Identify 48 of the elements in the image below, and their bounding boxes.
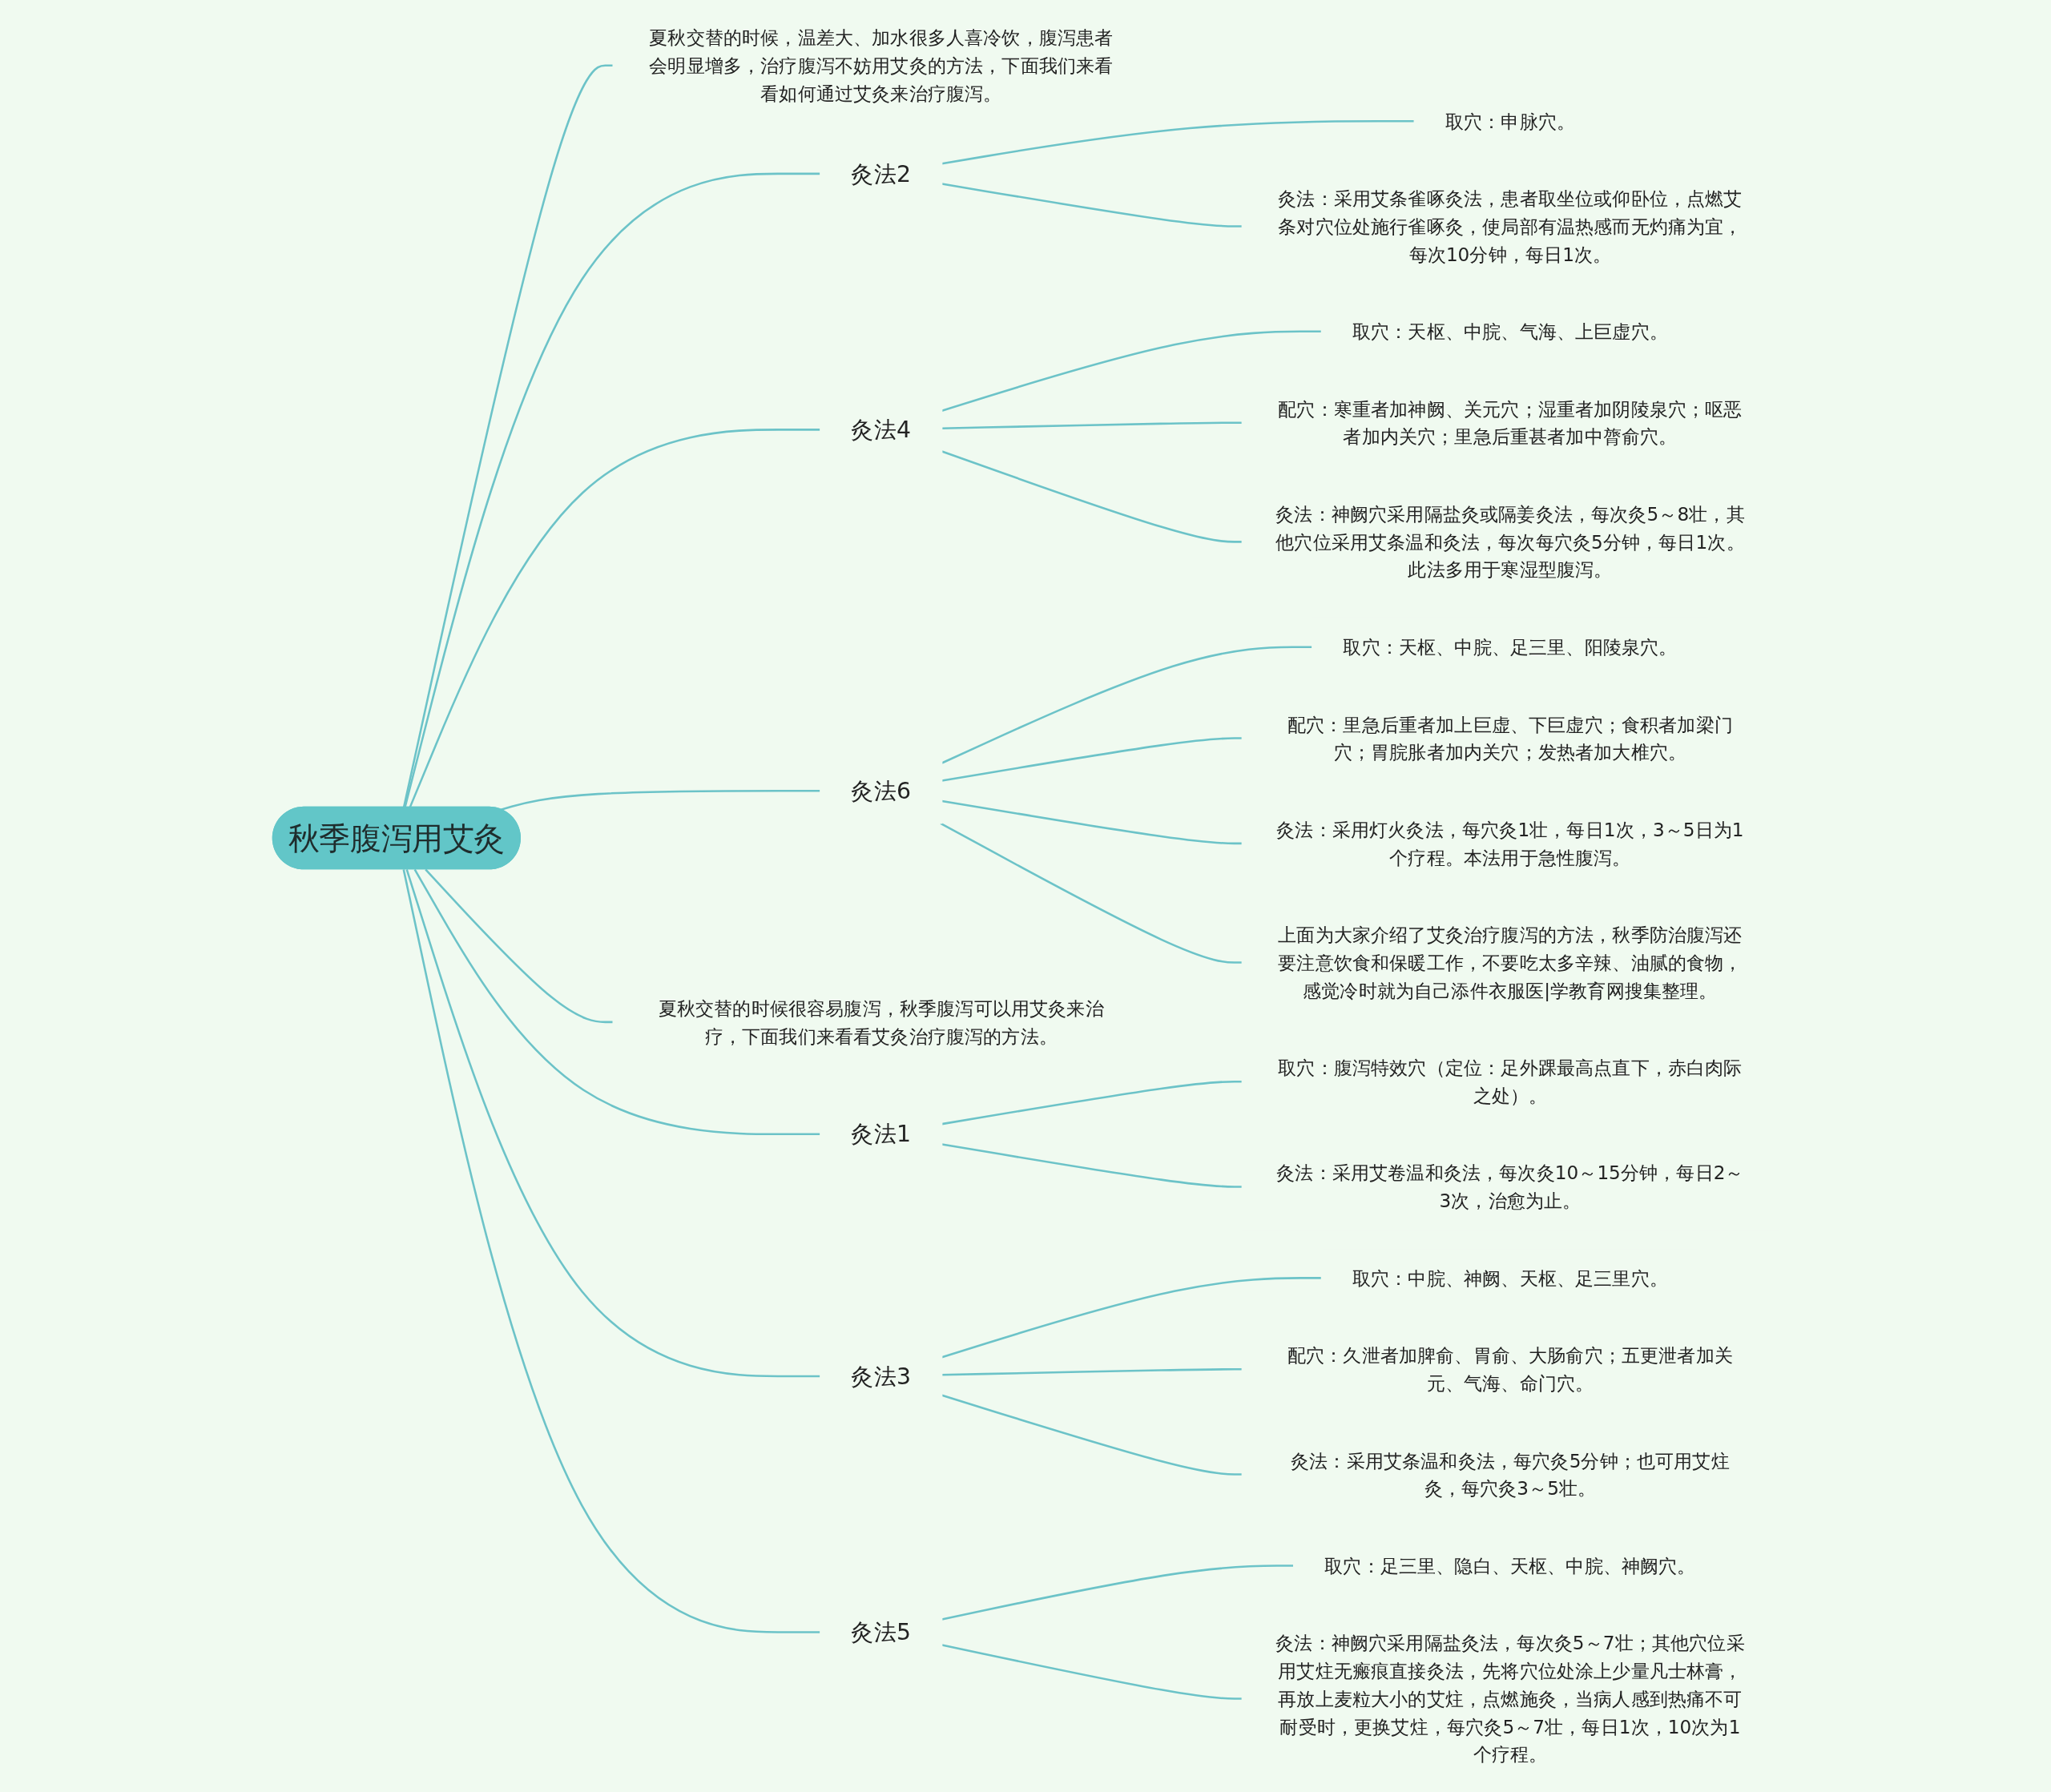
node-text: 灸法：神阙穴采用隔盐灸法，每次灸5～7壮；其他穴位采用艾炷无瘢痕直接灸法，先将穴位处涂上少量凡士林膏，再放上麦粒大小的艾炷，点燃施灸，当病人感到热痛不可耐受时，更换艾炷，每穴灸5～7壮，每日1次，10次为1个疗程。 [1275, 1632, 1745, 1766]
node-text: 灸法：采用灯火灸法，每穴灸1壮，每日1次，3～5日为1个疗程。本法用于急性腹泻。 [1276, 818, 1744, 868]
node-text: 灸法：神阙穴采用隔盐灸或隔姜灸法，每次灸5～8壮，其他穴位采用艾条温和灸法，每次每穴灸5分钟，每日1次。此法多用于寒湿型腹泻。 [1275, 503, 1745, 581]
node-text: 取穴：足三里、隐白、天枢、中脘、神阙穴。 [1324, 1554, 1696, 1577]
node-text: 灸法4 [851, 417, 912, 443]
connector [425, 868, 614, 1024]
connector [404, 172, 820, 808]
connector [941, 1644, 1243, 1700]
node-text: 配穴：里急后重者加上巨虚、下巨虚穴；食积者加梁门穴；胃脘胀者加内关穴；发热者加大椎穴。 [1287, 713, 1733, 763]
node-text: 灸法：采用艾条温和灸法，每穴灸5分钟；也可用艾炷灸，每穴灸3～5壮。 [1291, 1449, 1730, 1500]
connector [941, 330, 1322, 412]
connector [940, 822, 1243, 964]
connector [413, 868, 820, 1136]
connector [941, 1394, 1243, 1476]
connector [941, 1080, 1243, 1126]
node-text: 灸法：采用艾条雀啄灸法，患者取坐位或仰卧位，点燃艾条对穴位处施行雀啄灸，使局部有温热感而无灼痛为宜，每次10分钟，每日1次。 [1278, 187, 1743, 265]
connector [402, 869, 820, 1633]
node-text: 取穴：腹泻特效穴（定位：足外踝最高点直下，赤白肉际之处）。 [1278, 1057, 1743, 1107]
node-text: 灸法1 [851, 1121, 912, 1147]
connector [402, 64, 614, 808]
connector [500, 789, 820, 811]
node-text: 灸法2 [851, 160, 912, 187]
connector [941, 799, 1243, 845]
connector [941, 1564, 1294, 1621]
node-text: 灸法3 [851, 1363, 912, 1390]
connector [941, 450, 1243, 543]
node-text: 取穴：中脘、神阙、天枢、足三里穴。 [1352, 1266, 1668, 1289]
connector [941, 1277, 1322, 1359]
node-text: 灸法：采用艾卷温和灸法，每次灸10～15分钟，每日2～3次，治愈为止。 [1276, 1162, 1744, 1212]
connector [941, 421, 1243, 429]
node-text: 夏秋交替的时候，温差大、加水很多人喜冷饮，腹泻患者会明显增多，治疗腹泻不妨用艾灸的方法，下面我们来看看如何通过艾灸来治疗腹泻。 [649, 26, 1114, 104]
connector [941, 1368, 1243, 1376]
connector [941, 646, 1312, 764]
node-text: 灸法5 [851, 1619, 912, 1645]
node-text: 上面为大家介绍了艾灸治疗腹泻的方法，秋季防治腹泻还要注意饮食和保暖工作，不要吃太多辛辣、油腻的食物，感觉冷时就为自己添件衣服医|学教育网搜集整理。 [1278, 924, 1743, 1001]
node-text: 取穴：申脉穴。 [1445, 110, 1576, 132]
node-text: 配穴：久泄者加脾俞、胃俞、大肠俞穴；五更泄者加关元、气海、命门穴。 [1287, 1344, 1733, 1395]
connector [941, 737, 1243, 782]
connector [941, 1143, 1243, 1188]
connector [941, 119, 1415, 165]
node-text: 灸法6 [851, 778, 912, 804]
node-text: 取穴：天枢、中脘、气海、上巨虚穴。 [1352, 320, 1668, 343]
connector [941, 183, 1243, 228]
connector [409, 429, 820, 808]
node-text: 配穴：寒重者加神阙、关元穴；湿重者加阴陵泉穴；呕恶者加内关穴；里急后重甚者加中膂俞穴。 [1278, 397, 1743, 448]
node-text: 夏秋交替的时候很容易腹泻，秋季腹泻可以用艾灸来治疗，下面我们来看看艾灸治疗腹泻的方法。 [658, 997, 1104, 1047]
connector [405, 868, 820, 1378]
node-text: 取穴：天枢、中脘、足三里、阳陵泉穴。 [1343, 636, 1678, 658]
